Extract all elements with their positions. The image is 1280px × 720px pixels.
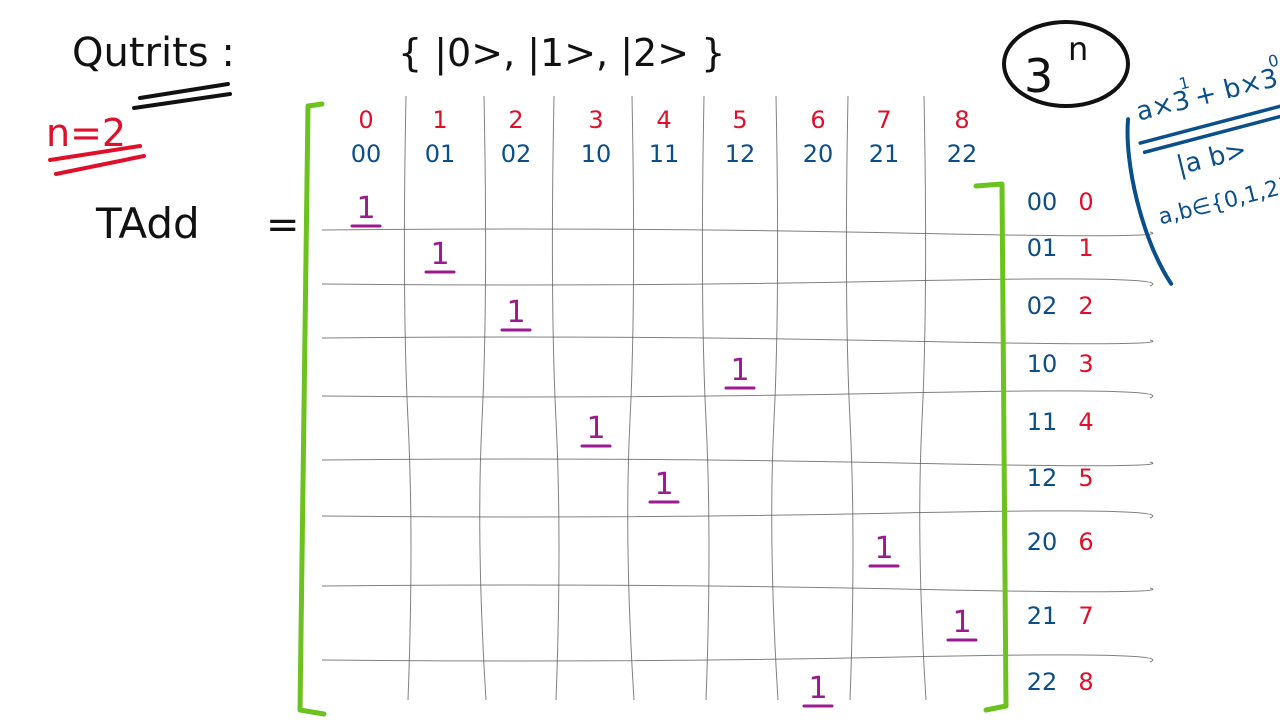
- dimension-exponent: n: [1068, 30, 1088, 68]
- n-label: n=2: [46, 111, 126, 155]
- grid-vertical-line: [701, 95, 710, 701]
- grid-horizontal-line: [321, 510, 1154, 519]
- grid-horizontal-line: [321, 654, 1154, 663]
- row-index-label: 3: [1078, 350, 1093, 378]
- column-state-label: 21: [869, 140, 900, 168]
- grid-vertical-line: [403, 95, 412, 701]
- row-index-label: 2: [1078, 292, 1093, 320]
- matrix-one-entry: 1: [730, 353, 749, 388]
- grid-horizontal-line: [321, 390, 1154, 399]
- column-index-label: 2: [508, 106, 523, 134]
- grid-vertical-line: [919, 95, 927, 701]
- right-bracket: [973, 181, 1009, 713]
- row-state-label: 02: [1027, 292, 1058, 320]
- matrix-one-entry: 1: [356, 191, 375, 226]
- equals-sign: =: [266, 202, 300, 248]
- matrix-one-entry: 1: [654, 467, 673, 502]
- title-underline: [132, 82, 232, 110]
- matrix-grid: [321, 95, 1154, 701]
- row-index-label: 0: [1078, 188, 1093, 216]
- column-index-label: 8: [954, 106, 969, 134]
- side-note: a×3 1 + b×3 0 |a b> a,b∈{0,1,2}: [1125, 50, 1280, 286]
- row-state-label: 20: [1027, 528, 1058, 556]
- row-state-labels: 00 01 02 10 11 12 20 21 22: [1027, 188, 1058, 696]
- column-index-label: 5: [732, 106, 747, 134]
- row-state-label: 22: [1027, 668, 1058, 696]
- matrix-name: TAdd: [95, 199, 200, 248]
- matrix-one-entry: 1: [874, 531, 893, 566]
- column-state-label: 01: [425, 140, 456, 168]
- column-index-label: 3: [588, 106, 603, 134]
- column-state-label: 20: [803, 140, 834, 168]
- grid-vertical-line: [479, 95, 487, 701]
- row-state-label: 11: [1027, 408, 1058, 436]
- formula-term-b: + b×3: [1191, 63, 1280, 113]
- dimension-circle: [1002, 20, 1130, 108]
- grid-vertical-line: [771, 95, 779, 701]
- row-index-label: 7: [1078, 602, 1093, 630]
- column-state-labels: 00 01 02 10 11 12 20 21 22: [351, 140, 978, 168]
- column-index-label: 0: [358, 106, 373, 134]
- qutrits-title: Qutrits :: [72, 30, 235, 76]
- grid-vertical-line: [627, 95, 635, 701]
- row-index-labels: 0 1 2 3 4 5 6 7 8: [1078, 188, 1093, 696]
- grid-horizontal-line: [321, 458, 1154, 467]
- row-index-label: 5: [1078, 464, 1093, 492]
- grid-horizontal-line: [321, 278, 1154, 287]
- grid-horizontal-line: [321, 584, 1154, 593]
- column-state-label: 02: [501, 140, 532, 168]
- formula-exp-a: 1: [1177, 73, 1191, 94]
- matrix-entries: 1 1 1 1 1 1 1 1 1: [350, 191, 978, 708]
- formula-exp-b: 0: [1266, 50, 1280, 71]
- matrix-one-entry: 1: [952, 605, 971, 640]
- left-bracket: [297, 101, 327, 717]
- dimension-base: 3: [1024, 49, 1053, 103]
- fraction-bar: [1138, 101, 1280, 154]
- basis-set: { |0>, |1>, |2> }: [398, 31, 725, 76]
- matrix-one-entry: 1: [586, 411, 605, 446]
- row-index-label: 1: [1078, 234, 1093, 262]
- side-note-bracket: [1125, 117, 1174, 286]
- column-index-labels: 0 1 2 3 4 5 6 7 8: [358, 106, 969, 134]
- column-state-label: 11: [649, 140, 680, 168]
- column-state-label: 22: [947, 140, 978, 168]
- matrix-one-entry: 1: [506, 295, 525, 330]
- row-state-label: 00: [1027, 188, 1058, 216]
- row-state-label: 21: [1027, 602, 1058, 630]
- column-state-label: 10: [581, 140, 612, 168]
- row-state-label: 01: [1027, 234, 1058, 262]
- grid-vertical-line: [551, 95, 560, 701]
- row-index-label: 4: [1078, 408, 1093, 436]
- column-index-label: 1: [432, 106, 447, 134]
- column-index-label: 4: [656, 106, 671, 134]
- row-index-label: 8: [1078, 668, 1093, 696]
- row-state-label: 10: [1027, 350, 1058, 378]
- row-state-label: 12: [1027, 464, 1058, 492]
- column-index-label: 6: [810, 106, 825, 134]
- column-state-label: 00: [351, 140, 382, 168]
- grid-vertical-line: [845, 95, 854, 701]
- column-state-label: 12: [725, 140, 756, 168]
- column-index-label: 7: [876, 106, 891, 134]
- n-label-underline: [48, 144, 146, 176]
- matrix-one-entry: 1: [430, 237, 449, 272]
- grid-horizontal-line: [321, 228, 1154, 237]
- row-index-label: 6: [1078, 528, 1093, 556]
- ab-domain: a,b∈{0,1,2}: [1156, 173, 1280, 231]
- matrix-one-entry: 1: [808, 671, 827, 706]
- grid-horizontal-line: [321, 336, 1154, 345]
